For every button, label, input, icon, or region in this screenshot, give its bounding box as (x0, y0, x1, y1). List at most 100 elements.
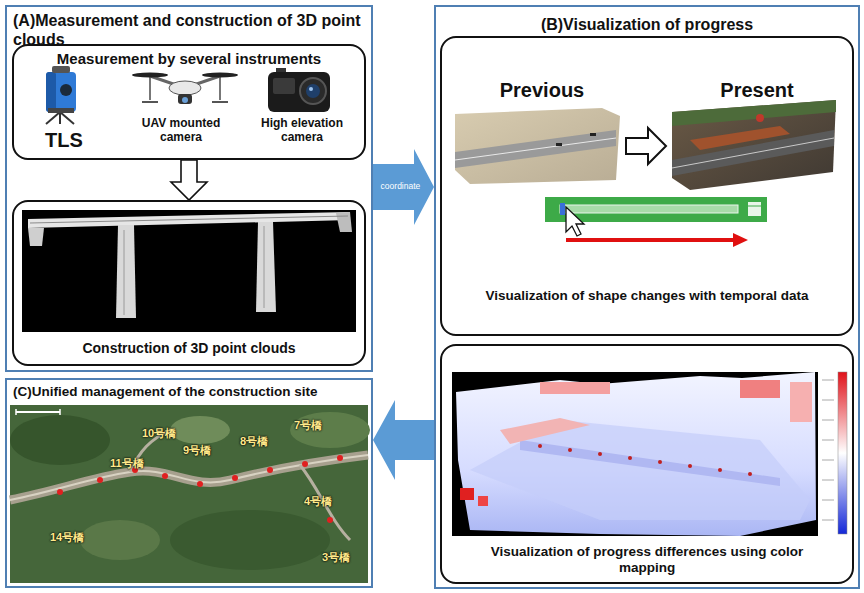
color-map-box: Visualization of progress differences us… (440, 344, 854, 584)
tls-scanner-part (48, 108, 74, 113)
map-label: 10号橋 (142, 426, 176, 441)
present-terrain-part (690, 126, 790, 150)
uav-drone-part (149, 76, 151, 100)
map-label: 7号橋 (294, 418, 322, 433)
site-map-part (337, 455, 343, 461)
site-map-part (57, 489, 63, 495)
map-label: 11号橋 (110, 456, 144, 471)
block-arrow (373, 400, 434, 480)
panel-title: (C)Unified management of the constructio… (13, 384, 369, 400)
color-map-part (538, 444, 542, 448)
site-map-part (80, 520, 160, 560)
hollow-arrow (626, 128, 666, 164)
point-cloud-bridge-part (256, 222, 276, 312)
uav-drone-part (142, 101, 158, 103)
site-map-part (10, 455, 368, 500)
image-heading: Present (697, 78, 817, 102)
uav-drone-part (219, 76, 221, 100)
action-camera-part (300, 78, 326, 104)
present-terrain-part (756, 114, 764, 122)
color-map (452, 368, 850, 540)
point-cloud-bridge-part (30, 216, 348, 223)
previous-terrain-part (590, 133, 596, 136)
previous-terrain-part (556, 143, 562, 146)
action-camera-part (268, 72, 330, 112)
map-label: 8号橋 (240, 434, 268, 449)
site-map-part (97, 477, 103, 483)
site-map-part (170, 416, 230, 444)
time-arrow-part (566, 238, 735, 242)
tls-scanner-part (60, 112, 74, 124)
color-map-part (540, 382, 610, 394)
color-map-part (838, 372, 847, 534)
time-slider-part (748, 206, 761, 207)
image-heading: Previous (482, 78, 602, 102)
tls-scanner-part (46, 72, 76, 112)
color-map-part (520, 440, 780, 486)
color-map-part (822, 400, 834, 401)
site-map-part (10, 455, 368, 500)
time-slider-part (560, 205, 738, 213)
site-map-part (162, 473, 168, 479)
time-arrow (566, 233, 748, 247)
box-heading: Measurement by several instruments (14, 50, 364, 68)
point-cloud-bridge-part (124, 230, 125, 315)
uav-drone-part (212, 101, 228, 103)
instrument-label: UAV mounted camera (126, 116, 236, 145)
edge-label: coordinate (381, 182, 421, 191)
color-map-part (790, 382, 812, 422)
site-map-part (59, 409, 61, 415)
action-camera-part (273, 78, 295, 94)
action-camera-part (309, 87, 313, 91)
previous-terrain (455, 108, 620, 184)
color-map-part (628, 456, 632, 460)
tls-scanner-part (60, 84, 72, 96)
color-map-part (718, 468, 722, 472)
previous-terrain-part (455, 138, 616, 160)
site-map-part (302, 461, 308, 467)
color-map-part (822, 460, 834, 461)
tls-scanner-part (46, 72, 56, 112)
uav-drone-part (169, 81, 201, 95)
hollow-arrow-part (626, 128, 666, 164)
uav-drone-part (178, 94, 192, 104)
color-map-part (688, 464, 692, 468)
color-map-part (822, 420, 834, 421)
action-camera-part (276, 68, 286, 72)
uav-drone-part (132, 73, 168, 78)
previous-terrain-part (455, 130, 616, 168)
color-map-part (456, 372, 816, 536)
site-map-part (232, 475, 238, 481)
color-map-part (658, 460, 662, 464)
site-map-part (197, 481, 203, 487)
previous-terrain-part (455, 108, 620, 184)
action-camera-part (306, 84, 320, 98)
map-label: 4号橋 (304, 494, 332, 509)
color-map-part (740, 380, 780, 398)
present-terrain-part (672, 100, 836, 190)
instrument-label: TLS (24, 128, 104, 152)
color-map-part (818, 368, 850, 540)
instrument-box: Measurement by several instrumentsTLS UAV… (12, 44, 366, 160)
uav-drone-part (182, 97, 188, 103)
tls-scanner-part (46, 112, 60, 124)
color-map-part (822, 440, 834, 441)
tls-scanner (46, 66, 76, 124)
site-map-part (170, 510, 330, 570)
panel: (B)Visualization of progressPreviousPres… (434, 5, 860, 589)
site-map-part (300, 465, 350, 540)
time-slider-part (748, 202, 761, 216)
panel: (A)Measurement and construction of 3D po… (5, 5, 373, 372)
color-map-part (568, 448, 572, 452)
map-label: 14号橋 (50, 530, 84, 545)
time-slider (545, 197, 767, 236)
color-map-part (452, 372, 818, 536)
time-slider-part (560, 203, 565, 215)
present-terrain (672, 100, 836, 190)
site-map (10, 405, 370, 583)
time-slider-part (566, 207, 584, 236)
uav-drone (132, 73, 238, 105)
point-cloud-bridge-part (336, 212, 352, 232)
time-arrow-part (733, 233, 748, 247)
